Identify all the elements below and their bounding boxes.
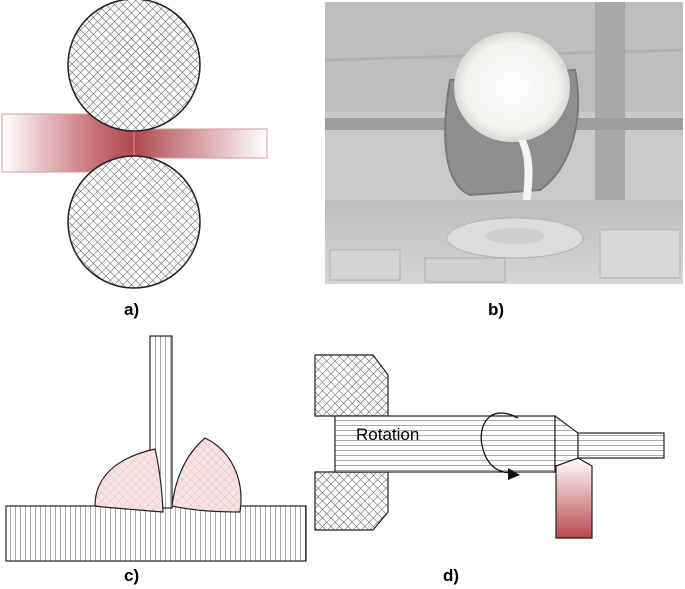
- weld-bead-right: [171, 437, 242, 513]
- panel-d-turning-diagram: [314, 354, 665, 539]
- panel-a-rolling-diagram: [1, 0, 268, 289]
- panel-d-label: d): [443, 566, 460, 585]
- upper-roller: [67, 0, 201, 132]
- weld-bead-left: [94, 448, 164, 513]
- workpiece-turned-end: [577, 432, 665, 459]
- chuck-jaw-upper: [314, 354, 389, 417]
- base-plate: [5, 505, 307, 562]
- rotation-label: Rotation: [356, 425, 420, 444]
- panel-c-label: c): [124, 566, 140, 585]
- panel-c-welding-diagram: [5, 335, 307, 562]
- rotation-arrow-icon: [480, 412, 519, 474]
- panel-a-label: a): [124, 300, 140, 319]
- molten-metal-surface: [454, 32, 570, 142]
- lower-roller: [67, 155, 201, 289]
- cutting-tool: [555, 457, 593, 539]
- rolled-strip-right: [133, 128, 268, 159]
- panel-b-label: b): [488, 300, 505, 319]
- chuck-jaw-lower: [314, 471, 389, 531]
- molten-metal-pour-stream: [518, 140, 533, 240]
- panel-b-casting-photo: [324, 2, 684, 284]
